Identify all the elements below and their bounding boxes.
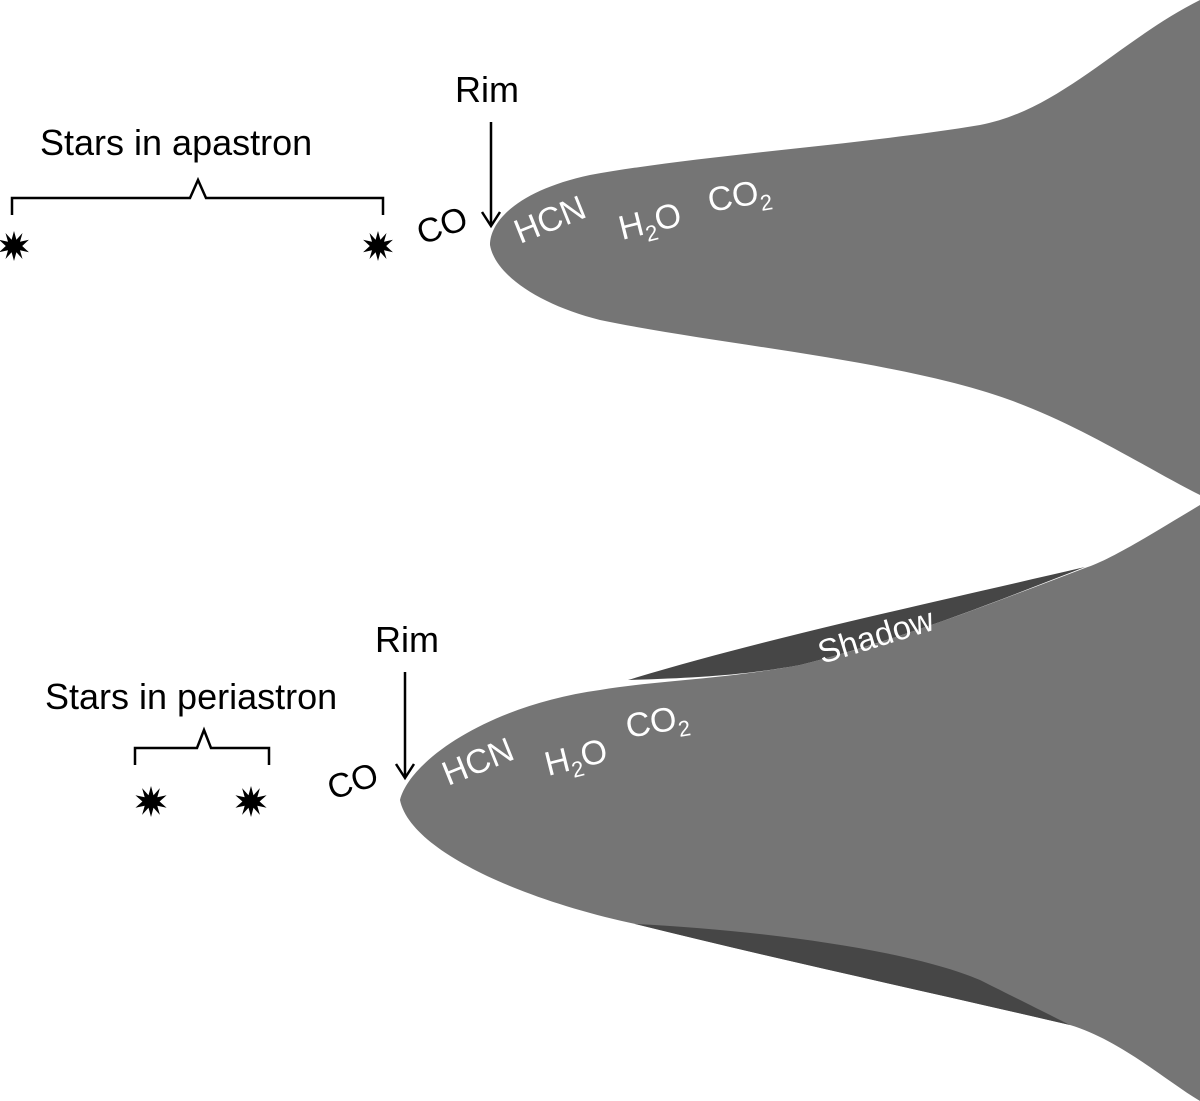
periastron-panel: Shadow Stars in periastron Rim CO HCN H2… — [45, 505, 1200, 1101]
apastron-co2-label: CO2 — [705, 171, 775, 224]
apastron-disk — [490, 0, 1200, 495]
apastron-brace — [10, 176, 385, 215]
periastron-shadow-upper — [628, 567, 1085, 680]
periastron-co2-label: CO2 — [623, 697, 693, 750]
periastron-disk — [400, 505, 1200, 1101]
periastron-star-left-icon — [135, 786, 167, 817]
periastron-rim-arrow-head-icon — [394, 763, 416, 781]
apastron-co-label: CO — [412, 199, 473, 252]
periastron-co-label: CO — [323, 756, 383, 808]
apastron-title: Stars in apastron — [40, 122, 312, 163]
periastron-rim-label: Rim — [375, 619, 439, 660]
periastron-brace — [133, 726, 271, 765]
periastron-title: Stars in periastron — [45, 676, 337, 717]
apastron-panel: Stars in apastron Rim CO HCN H2O CO2 — [0, 0, 1200, 495]
periastron-shadow-lower — [635, 924, 1070, 1025]
apastron-rim-arrow-head-icon — [480, 211, 502, 229]
apastron-star-right-icon — [363, 231, 393, 261]
apastron-star-left-icon — [0, 231, 29, 261]
apastron-rim-label: Rim — [455, 69, 519, 110]
periastron-star-right-icon — [235, 786, 267, 817]
